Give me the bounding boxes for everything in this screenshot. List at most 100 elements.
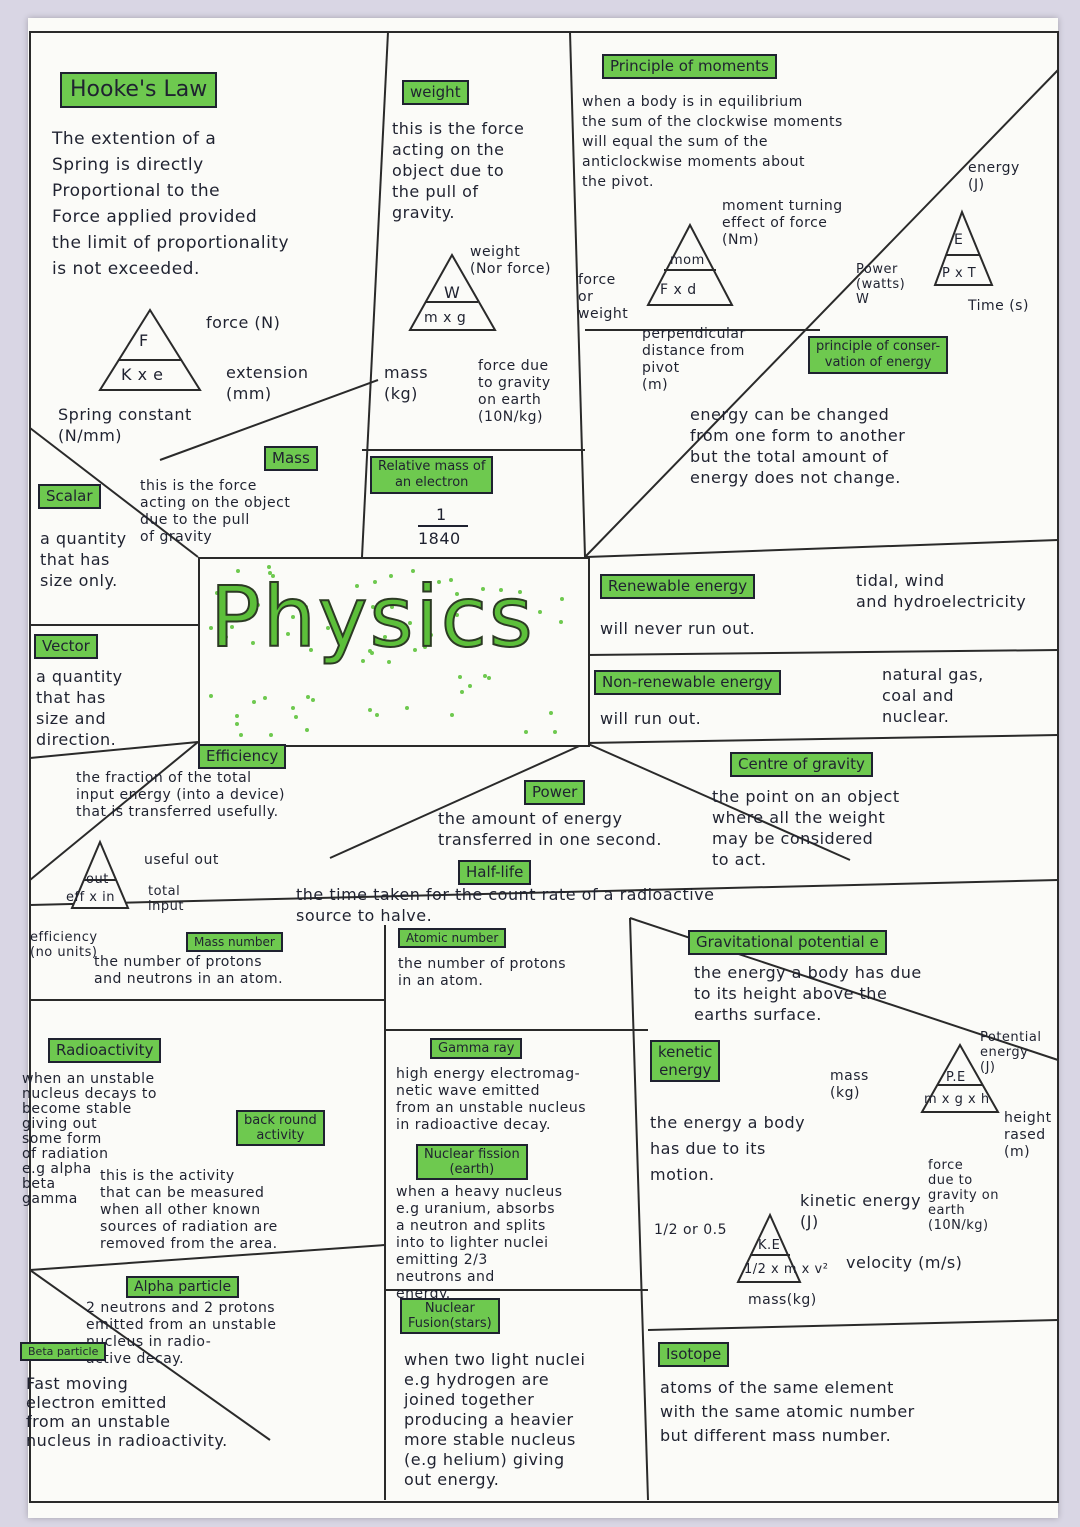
hookes-law-heading: Hooke's Law: [60, 72, 218, 108]
weight-text: this is the force acting on the object d…: [392, 119, 525, 222]
decorative-dot: [361, 658, 366, 663]
power-tri-bottom: P x T: [942, 266, 977, 281]
non-renewable-examples: natural gas, coal and nuclear.: [882, 665, 984, 726]
mass-text: this is the force acting on the object d…: [140, 478, 291, 545]
decorative-dot: [294, 715, 299, 720]
kinetic-text: the energy a body has due to its motion.: [650, 1113, 806, 1184]
decorative-dot: [303, 605, 308, 610]
background-heading: back round activity: [236, 1110, 325, 1146]
alpha-heading: Alpha particle: [126, 1276, 240, 1298]
beta-text: Fast moving electron emitted from an uns…: [26, 1374, 228, 1450]
decorative-dot: [559, 620, 564, 625]
decorative-dot: [537, 609, 542, 614]
half-life-heading: Half-life: [458, 860, 532, 885]
vector-heading: Vector: [34, 634, 98, 659]
decorative-dot: [548, 711, 553, 716]
conservation-heading: principle of conser- vation of energy: [808, 336, 949, 374]
renewable-text: will never run out.: [600, 619, 756, 638]
alpha-text: 2 neutrons and 2 protons emitted from an…: [86, 1300, 277, 1367]
decorative-dot: [336, 624, 341, 629]
weight-label: weight (Nor force): [470, 244, 551, 277]
weight-heading: weight: [402, 80, 469, 105]
total-input-label: total input: [148, 884, 184, 914]
time-label: Time (s): [968, 298, 1029, 314]
mass-number-text: the number of protons and neutrons in an…: [94, 954, 284, 987]
efficiency-tri-bottom: eff x in: [66, 890, 115, 905]
decorative-dot: [208, 626, 213, 631]
decorative-dot: [271, 573, 276, 578]
decorative-dot: [325, 625, 330, 630]
decorative-dot: [411, 569, 416, 574]
kinetic-tri-top: K.E: [758, 1238, 781, 1253]
decorative-dot: [423, 644, 428, 649]
decorative-dot: [236, 568, 241, 573]
kinetic-tri-bottom: 1/2 x m x v²: [744, 1262, 829, 1277]
decorative-dot: [239, 733, 244, 738]
electron-mass-numerator: 1: [436, 505, 447, 524]
pe-label: Potential energy (J): [980, 1030, 1042, 1075]
decorative-dot: [291, 706, 296, 711]
decorative-dot: [311, 697, 316, 702]
ke-unit-label: kinetic energy (J): [800, 1191, 922, 1231]
non-renewable-heading: Non-renewable energy: [594, 670, 781, 695]
weight-tri-bottom: m x g: [424, 310, 467, 326]
half-label: 1/2 or 0.5: [654, 1222, 728, 1238]
fraction-bar: [418, 525, 468, 527]
decorative-dot: [457, 674, 462, 679]
scalar-text: a quantity that has size only.: [40, 529, 127, 590]
half-life-text: the time taken for the count rate of a r…: [296, 885, 715, 925]
decorative-dot: [285, 631, 290, 636]
conservation-text: energy can be changed from one form to a…: [690, 405, 906, 487]
page-title: Physics: [209, 567, 535, 667]
gamma-heading: Gamma ray: [430, 1038, 523, 1059]
background-text: this is the activity that can be measure…: [100, 1168, 278, 1252]
decorative-dot: [369, 651, 374, 656]
fission-text: when a heavy nucleus e.g uranium, absorb…: [396, 1184, 563, 1302]
decorative-dot: [355, 583, 360, 588]
decorative-dot: [523, 729, 528, 734]
decorative-dot: [309, 648, 314, 652]
decorative-dot: [215, 591, 220, 596]
decorative-dot: [304, 727, 309, 732]
decorative-dot: [372, 580, 377, 585]
distance-label: perpendicular distance from pivot (m): [642, 326, 746, 393]
atomic-number-heading: Atomic number: [398, 928, 507, 948]
decorative-dot: [404, 706, 409, 711]
useful-out-label: useful out: [144, 852, 219, 868]
efficiency-tri-top: out: [86, 872, 109, 887]
decorative-dot: [374, 713, 379, 718]
extension-label: extension (mm): [226, 363, 309, 403]
fission-heading: Nuclear fission (earth): [416, 1144, 528, 1180]
decorative-dot: [370, 604, 375, 609]
mass-heading: Mass: [264, 446, 318, 471]
fusion-heading: Nuclear Fusion(stars): [400, 1298, 500, 1334]
gpe-heading: Gravitational potential e: [688, 930, 887, 955]
efficiency-text: the fraction of the total input energy (…: [76, 770, 285, 820]
decorative-dot: [223, 635, 228, 640]
decorative-dot: [269, 732, 274, 737]
non-renewable-text: will run out.: [600, 709, 702, 728]
decorative-dot: [559, 597, 564, 602]
decorative-dot: [517, 589, 522, 594]
decorative-dot: [454, 591, 459, 596]
hookes-law-text: The extention of a Spring is directly Pr…: [52, 129, 290, 279]
decorative-dot: [498, 588, 503, 593]
power-heading: Power: [524, 780, 586, 805]
gpe-height-label: height rased (m): [1004, 1110, 1052, 1160]
decorative-dot: [408, 621, 413, 626]
decorative-dot: [252, 699, 257, 704]
power-text: the amount of energy transferred in one …: [438, 809, 662, 849]
vector-text: a quantity that has size and direction.: [36, 667, 123, 749]
decorative-dot: [380, 605, 385, 610]
decorative-dot: [306, 695, 311, 700]
power-watts-label: Power (watts) W: [856, 262, 906, 307]
decorative-dot: [229, 625, 234, 630]
gamma-text: high energy electromag- netic wave emitt…: [396, 1066, 586, 1133]
decorative-dot: [422, 639, 427, 644]
gpe-text: the energy a body has due to its height …: [694, 963, 922, 1024]
decorative-dot: [291, 615, 296, 620]
force-label: force (N): [206, 313, 281, 332]
decorative-dot: [266, 565, 271, 570]
title-box: [198, 557, 590, 747]
decorative-dot: [256, 603, 261, 608]
